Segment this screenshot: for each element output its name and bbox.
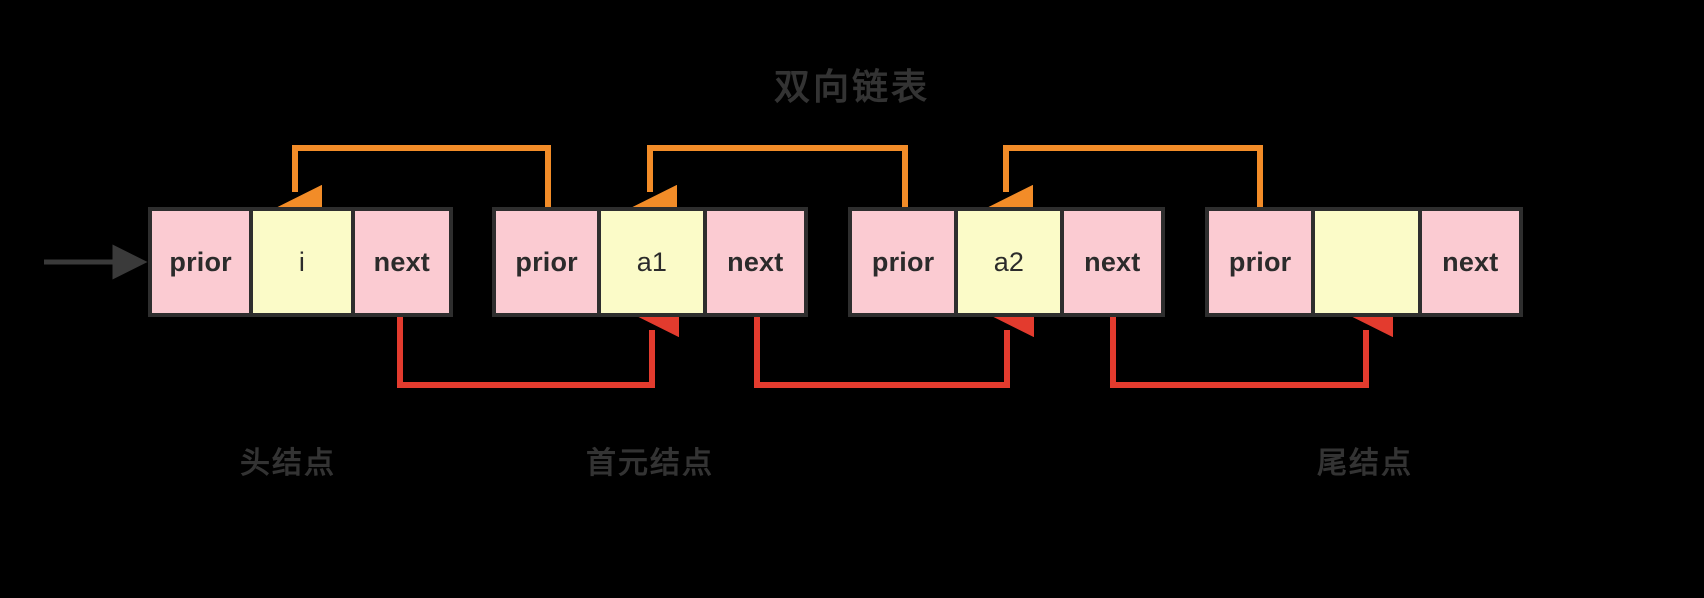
next-link-1	[268, 145, 551, 239]
node-tail-prior-cell: prior	[1209, 211, 1312, 313]
caption-head-node: 头结点	[240, 447, 336, 480]
node-tail-data-cell	[1315, 211, 1418, 313]
caption-first-node: 首元结点	[586, 447, 714, 480]
prior-link-3	[1110, 283, 1393, 388]
diagram-title: 双向链表	[773, 66, 930, 107]
node-head-next-cell: next	[354, 211, 450, 313]
next-link-2	[623, 145, 908, 239]
list-node-head: prior i next	[148, 207, 453, 317]
node-second-data-cell: a2	[958, 211, 1060, 313]
node-head-data-cell: i	[253, 211, 351, 313]
list-node-first: prior a1 next	[492, 207, 808, 317]
list-node-second: prior a2 next	[848, 207, 1165, 317]
node-first-data-cell: a1	[601, 211, 703, 313]
node-second-prior-cell: prior	[852, 211, 955, 313]
node-tail-next-cell: next	[1421, 211, 1520, 313]
list-node-tail: prior next	[1205, 207, 1523, 317]
prior-link-2	[754, 283, 1034, 388]
node-first-prior-cell: prior	[496, 211, 598, 313]
next-link-3	[979, 145, 1263, 239]
caption-tail-node: 尾结点	[1317, 447, 1413, 480]
node-second-next-cell: next	[1063, 211, 1161, 313]
prior-link-1	[397, 283, 679, 388]
node-head-prior-cell: prior	[152, 211, 250, 313]
node-first-next-cell: next	[706, 211, 804, 313]
